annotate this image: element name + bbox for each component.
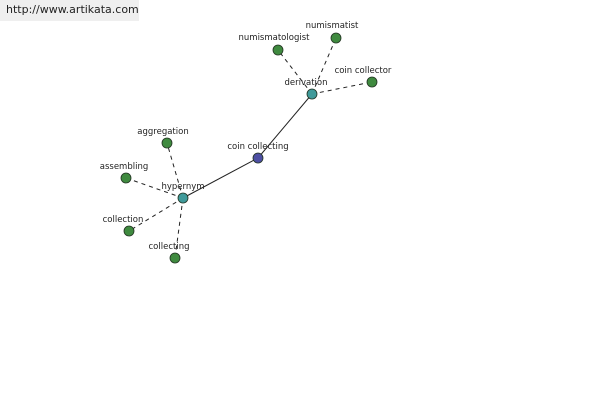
node-numismatist[interactable]: numismatist xyxy=(306,21,359,44)
edge-hypernym-to-collection xyxy=(128,197,184,232)
watermark-url[interactable]: http://www.artikata.com xyxy=(6,3,139,16)
graph-edges xyxy=(125,37,373,259)
node-collection-circle[interactable] xyxy=(123,225,135,237)
node-derivation-label[interactable]: derivation xyxy=(284,78,327,88)
node-collecting-label[interactable]: collecting xyxy=(149,242,190,252)
node-hypernym-circle[interactable] xyxy=(177,192,189,204)
node-numismatologist[interactable]: numismatologist xyxy=(239,33,311,56)
watermark-bar: http://www.artikata.com xyxy=(0,0,139,21)
node-numismatologist-label[interactable]: numismatologist xyxy=(239,33,311,43)
node-aggregation-label[interactable]: aggregation xyxy=(137,127,188,137)
edge-hypernym-to-collecting xyxy=(174,197,184,259)
node-assembling[interactable]: assembling xyxy=(100,162,148,184)
node-assembling-label[interactable]: assembling xyxy=(100,162,148,172)
edge-derivation-to-numismatologist xyxy=(277,49,313,95)
node-coin-collector[interactable]: coin collector xyxy=(335,66,392,88)
node-derivation-circle[interactable] xyxy=(306,88,318,100)
edge-derivation-to-coin-collector xyxy=(311,81,373,95)
node-assembling-circle[interactable] xyxy=(120,172,132,184)
node-coin-collecting[interactable]: coin collecting xyxy=(227,142,289,164)
node-coin-collector-label[interactable]: coin collector xyxy=(335,66,392,76)
node-hypernym[interactable]: hypernym xyxy=(161,182,205,204)
node-coin-collector-circle[interactable] xyxy=(366,76,378,88)
edge-hypernym-to-aggregation xyxy=(166,142,184,199)
node-collecting-circle[interactable] xyxy=(169,252,181,264)
edge-hypernym-to-assembling xyxy=(125,177,184,199)
node-numismatologist-circle[interactable] xyxy=(272,44,284,56)
edge-derivation-to-numismatist xyxy=(311,37,337,95)
node-collecting[interactable]: collecting xyxy=(149,242,190,264)
node-collection[interactable]: collection xyxy=(103,215,144,237)
node-aggregation-circle[interactable] xyxy=(161,137,173,149)
node-coin-collecting-circle[interactable] xyxy=(252,152,264,164)
node-collection-label[interactable]: collection xyxy=(103,215,144,225)
graph-nodes: coin collecting derivation hypernym numisma… xyxy=(100,21,392,264)
edge-coin-collecting-to-derivation xyxy=(257,93,313,159)
edge-coin-collecting-to-hypernym xyxy=(182,157,259,199)
node-numismatist-circle[interactable] xyxy=(330,32,342,44)
node-aggregation[interactable]: aggregation xyxy=(137,127,189,149)
node-numismatist-label[interactable]: numismatist xyxy=(306,21,359,31)
node-coin-collecting-label[interactable]: coin collecting xyxy=(227,142,288,152)
node-hypernym-label[interactable]: hypernym xyxy=(161,182,204,192)
node-derivation[interactable]: derivation xyxy=(284,78,328,100)
